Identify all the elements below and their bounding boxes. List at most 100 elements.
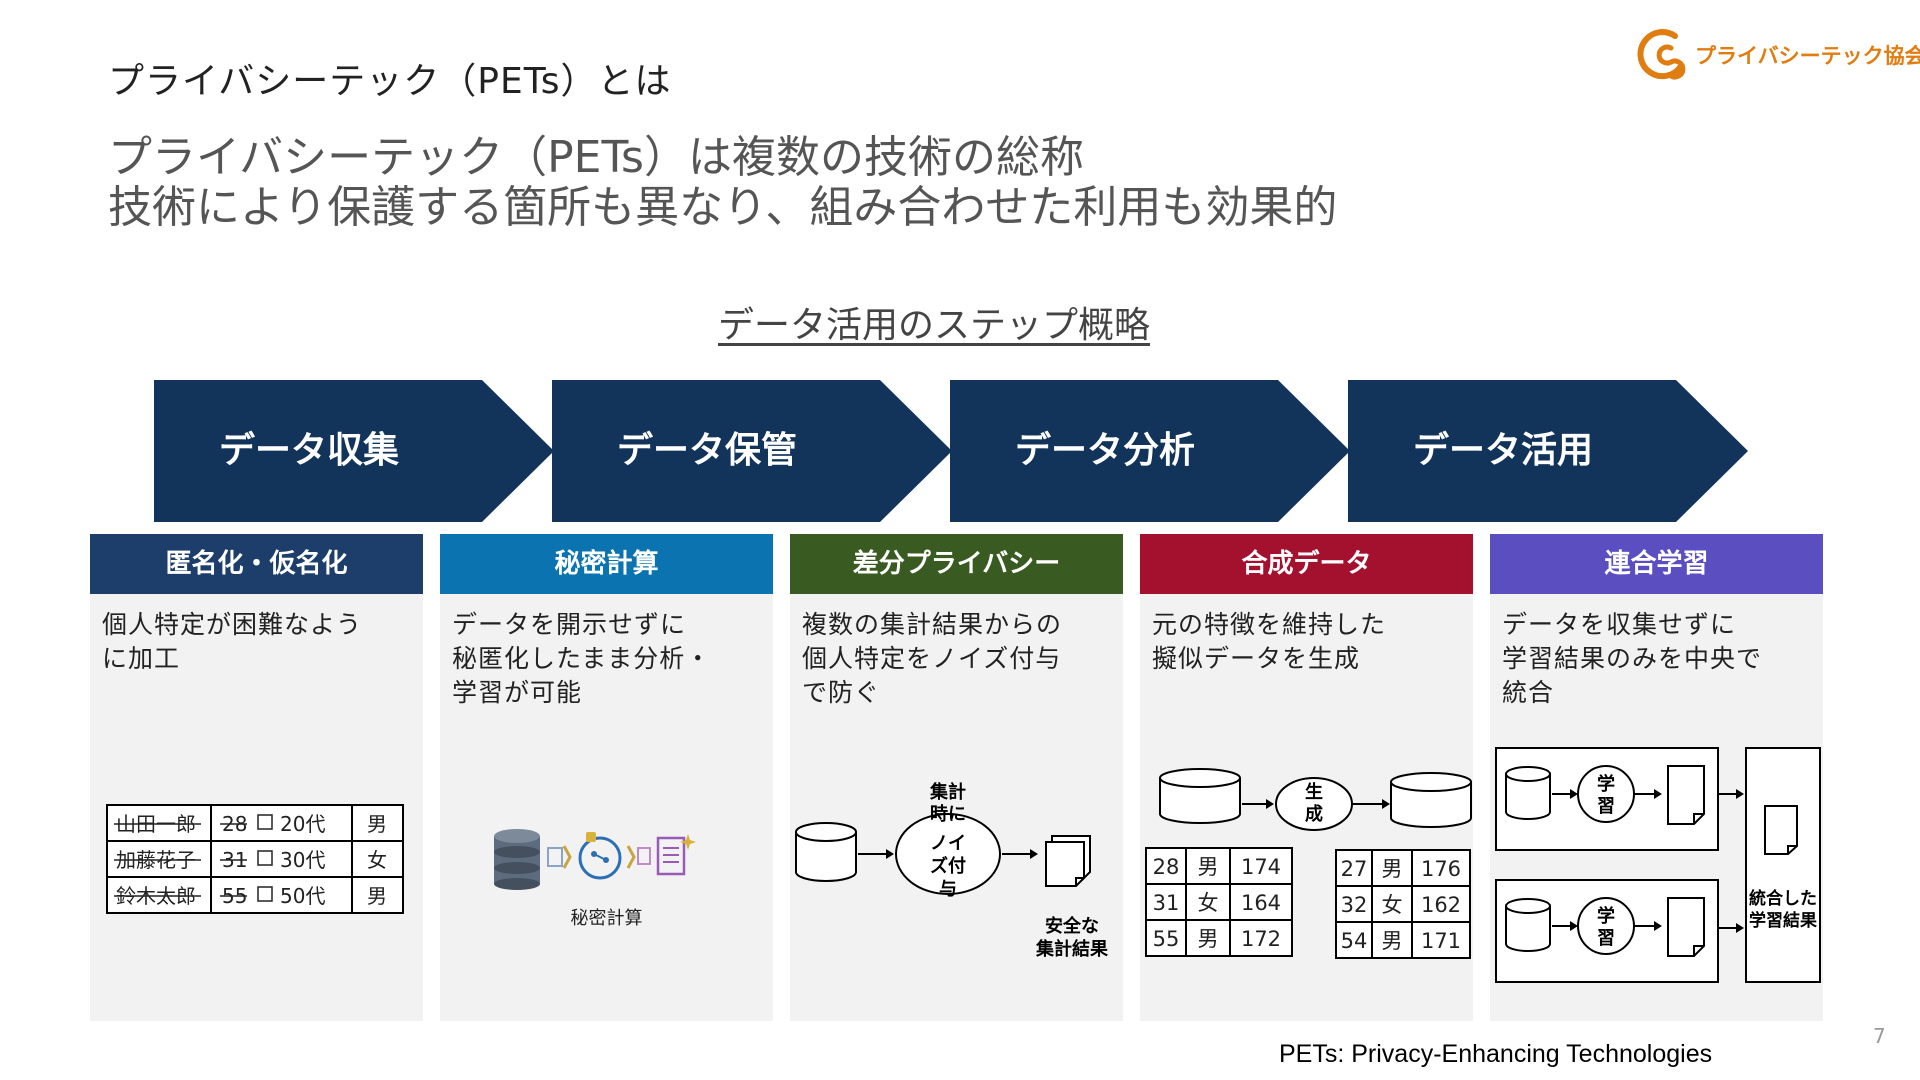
card-description: 元の特徴を維持した 擬似データを生成 (1140, 594, 1473, 676)
arrow-right-icon (886, 849, 894, 859)
database-icon (1159, 768, 1241, 824)
page-number: 7 (1873, 1024, 1886, 1048)
federated-learning-diagram: 学 習 学 習 (1495, 747, 1821, 983)
table-cell: 50代 (280, 884, 325, 908)
card-title: 秘密計算 (440, 534, 773, 594)
secure-computation-illustration (494, 829, 696, 890)
chevron-right-icon (562, 845, 572, 869)
ai-head-icon (578, 832, 622, 880)
arrow-right-icon (1570, 789, 1578, 799)
database-icon (1505, 906, 1551, 952)
client-box: 学 習 (1495, 747, 1719, 851)
desc-line: に加工 (102, 644, 181, 673)
desc-line: 元の特徴を維持した (1152, 610, 1387, 639)
desc-line: 統合 (1502, 678, 1555, 707)
desc-line: 秘匿化したまま分析・ (452, 644, 712, 673)
table-cell: 女 (1382, 893, 1403, 917)
card-title: 差分プライバシー (790, 534, 1123, 594)
step-chevron-utilization: データ活用 (1348, 380, 1748, 522)
server-box: 統合した 学習結果 (1745, 747, 1821, 983)
arrow-right-icon (1570, 921, 1578, 931)
merged-label: 統合した (1749, 888, 1817, 909)
desc-line: 個人特定をノイズ付与 (802, 644, 1062, 673)
card-anonymization: 匿名化・仮名化 個人特定が困難なよう に加工 山田一郎 加藤花子 鈴木太郎 28… (90, 534, 423, 1021)
table-cell: 20代 (280, 812, 325, 836)
card-federated-learning: 連合学習 データを収集せずに 学習結果のみを中央で 統合 学 習 (1490, 534, 1823, 1021)
document-icon (1667, 765, 1705, 825)
noise-label-line: 集計 (929, 781, 966, 803)
card-title: 連合学習 (1490, 534, 1823, 594)
arrow-right-icon (1030, 849, 1038, 859)
lead-line-1: プライバシーテック（PETs）は複数の技術の総称 (108, 132, 1084, 183)
document-icon (1764, 805, 1798, 855)
synthetic-data-table: 27 男 176 32 女 162 54 男 171 (1335, 849, 1471, 959)
desc-line: データを収集せずに (1502, 610, 1737, 639)
desc-line: 個人特定が困難なよう (102, 610, 363, 639)
document-icon (637, 847, 651, 865)
arrow-right-icon (1736, 789, 1744, 799)
table-cell: 28 (1153, 855, 1180, 879)
database-icon (1390, 772, 1472, 828)
lead-line-2: 技術により保護する箇所も異なり、組み合わせた利用も効果的 (108, 182, 1338, 233)
merged-label: 学習結果 (1749, 910, 1817, 931)
card-description: データを収集せずに 学習結果のみを中央で 統合 (1490, 594, 1823, 710)
noise-label-line: ズ付 (930, 855, 966, 877)
arrow-right-icon (1654, 921, 1662, 931)
arrow-box-icon (257, 814, 273, 830)
table-cell: 32 (1341, 893, 1368, 917)
card-title: 合成データ (1140, 534, 1473, 594)
card-description: データを開示せずに 秘匿化したまま分析・ 学習が可能 (440, 594, 773, 710)
table-cell: 女 (1198, 891, 1219, 915)
table-cell: 男 (1198, 855, 1219, 879)
arrow-right-icon (1266, 799, 1274, 809)
table-cell: 女 (367, 848, 387, 872)
step-chevron-analysis: データ分析 (950, 380, 1350, 522)
desc-line: 学習が可能 (452, 678, 583, 707)
card-differential-privacy: 差分プライバシー 複数の集計結果からの 個人特定をノイズ付与 で防ぐ 集計 時に… (790, 534, 1123, 1021)
table-cell: 55 (1153, 927, 1180, 951)
arrow-box-icon (257, 850, 273, 866)
learn-label: 学 (1597, 905, 1615, 927)
learn-label: 学 (1597, 773, 1615, 795)
document-icon (547, 847, 563, 867)
page-title: プライバシーテック（PETs）とは (108, 61, 672, 102)
learn-label: 習 (1597, 928, 1615, 949)
steps-title: データ活用のステップ概略 (718, 305, 1151, 346)
step-chevron-collection: データ収集 (154, 380, 554, 522)
desc-line: 学習結果のみを中央で (1502, 644, 1763, 673)
report-icon (656, 834, 696, 876)
learn-label: 習 (1597, 796, 1615, 817)
desc-line: データを開示せずに (452, 610, 687, 639)
card-description: 複数の集計結果からの 個人特定をノイズ付与 で防ぐ (790, 594, 1123, 710)
card-description: 個人特定が困難なよう に加工 (90, 594, 423, 676)
arrow-right-icon (1382, 799, 1390, 809)
desc-line: で防ぐ (802, 678, 881, 707)
table-cell: 31 (1153, 891, 1180, 915)
database-icon (494, 829, 540, 890)
desc-line: 複数の集計結果からの (802, 610, 1063, 639)
table-cell: 男 (1382, 857, 1403, 881)
client-box: 学 習 (1495, 879, 1719, 983)
logo: プライバシーテック協会 (1635, 22, 1920, 92)
table-cell: 男 (367, 812, 387, 836)
document-icon (1667, 897, 1705, 957)
footer-note: PETs: Privacy-Enhancing Technologies (1279, 1040, 1713, 1068)
icon-caption: 秘密計算 (570, 908, 643, 929)
card-secure-computation: 秘密計算 データを開示せずに 秘匿化したまま分析・ 学習が可能 (440, 534, 773, 1021)
table-cell: 174 (1241, 855, 1281, 879)
lead-text: プライバシーテック（PETs）は複数の技術の総称 技術により保護する箇所も異なり… (108, 133, 1337, 233)
table-cell: 男 (367, 884, 387, 908)
arrow-box-icon (257, 886, 273, 902)
table-cell: 男 (1382, 929, 1403, 953)
table-cell: 男 (1198, 927, 1219, 951)
noise-label-line: 与 (939, 879, 957, 900)
table-cell: 164 (1241, 891, 1281, 915)
chevron-right-icon (626, 845, 636, 869)
table-cell: 172 (1241, 927, 1281, 951)
step-chevron-storage: データ保管 (552, 380, 952, 522)
table-cell: 162 (1421, 893, 1461, 917)
logo-text: プライバシーテック協会 (1695, 44, 1920, 68)
original-data-table: 28 男 174 31 女 164 55 男 172 (1145, 847, 1293, 957)
arrow-right-icon (1654, 789, 1662, 799)
table-cell: 30代 (280, 848, 325, 872)
